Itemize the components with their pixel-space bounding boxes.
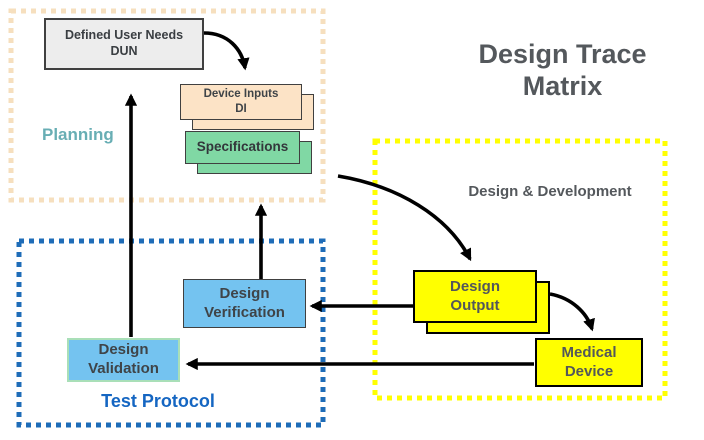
page-title: Design Trace Matrix (478, 39, 647, 102)
design-verification-node: Design Verification (183, 279, 306, 328)
planning-group-label: Planning (42, 125, 114, 144)
arrow-specifications-to-design-output (337, 174, 472, 262)
device-inputs-node: Device Inputs DI (180, 84, 302, 120)
specifications-node: Specifications (185, 131, 300, 164)
test-protocol-group-label: Test Protocol (101, 391, 215, 411)
arrow-dun-to-device-inputs (203, 31, 250, 71)
design-development-group-label: Design & Development (468, 183, 632, 200)
medical-device-node: Medical Device (535, 338, 643, 387)
arrow-design-output-to-medical-device (549, 292, 595, 332)
defined-user-needs-node: Defined User Needs DUN (44, 18, 204, 70)
test-protocol-group-border (16, 238, 326, 428)
design-development-group-border (372, 138, 668, 401)
design-output-node: Design Output (413, 270, 537, 323)
design-validation-node: Design Validation (67, 338, 180, 382)
